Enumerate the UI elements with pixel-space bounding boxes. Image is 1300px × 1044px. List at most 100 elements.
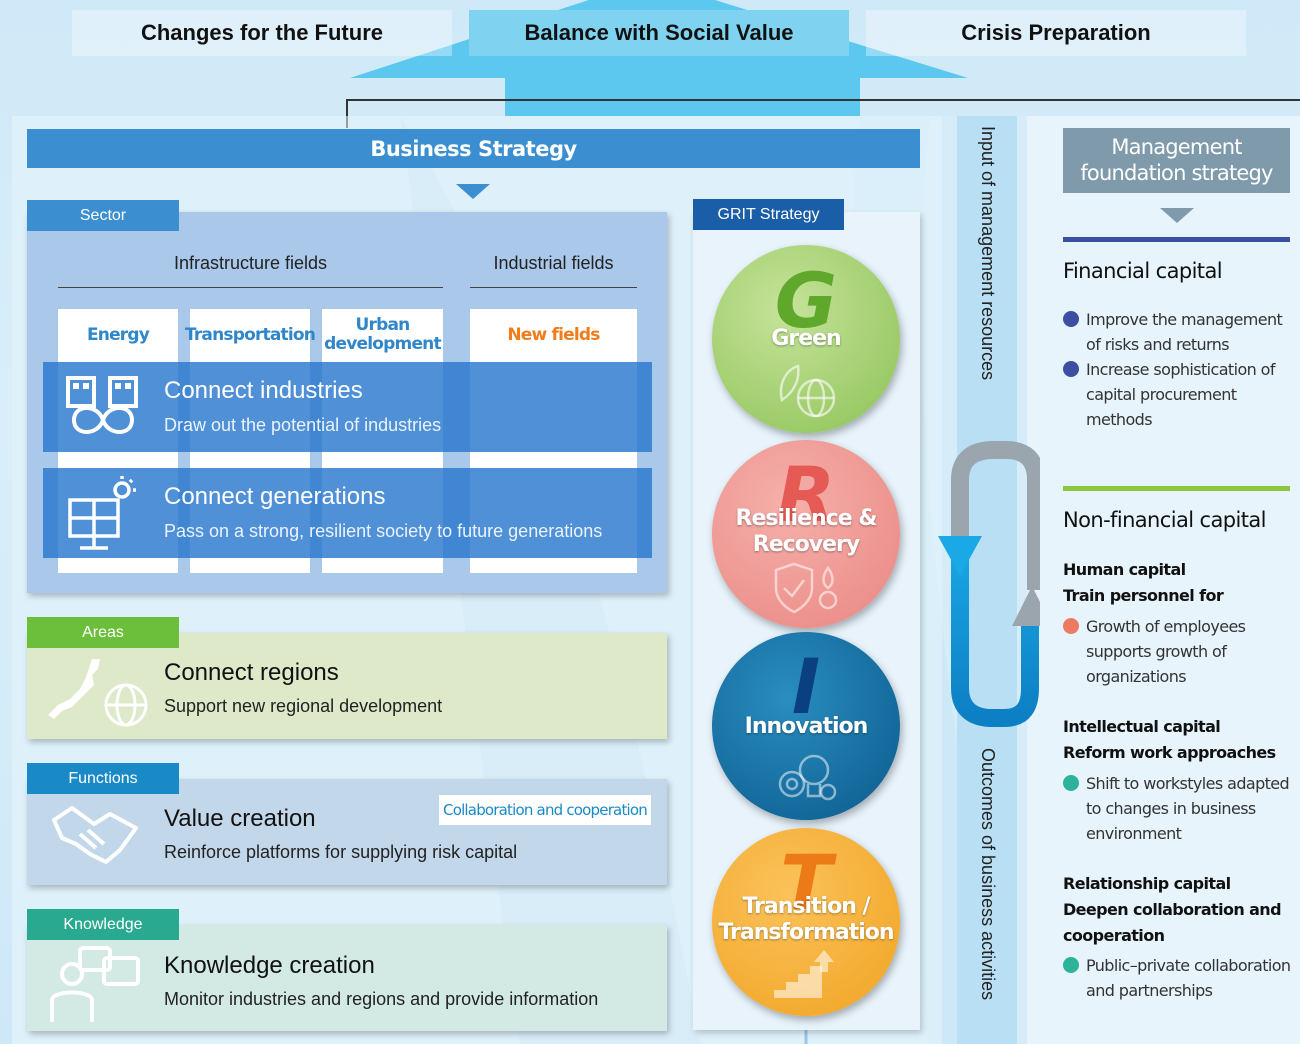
bullet-dot [1063,311,1079,327]
knowledge-creation-sub: Monitor industries and regions and provi… [164,989,599,1009]
outcomes-text: Outcomes of business activities [978,748,998,1001]
human-capital-heading: Human capital Train personnel for [1063,557,1224,609]
green-circle [712,245,900,433]
green-letter: G [774,256,838,345]
management-title-line2: foundation strategy [1080,160,1273,185]
fin-b2-line3: methods [1086,410,1153,429]
gear-bulb-icon [778,754,837,801]
human-b-line3: organizations [1086,667,1187,686]
fin-b2-line2: capital procurement [1086,385,1237,404]
resilience-label-line2: Recovery [752,532,860,558]
right-panel-bg [1027,116,1300,1044]
bullet-dot [1063,775,1079,791]
connect-generations-sub: Pass on a strong, resilient society to f… [164,521,603,541]
intel-h2: Reform work approaches [1063,743,1276,762]
management-title-line1: Management [1111,135,1242,160]
connect-generations-band [43,468,652,558]
financial-capital-head: Financial capital [1063,259,1223,283]
leaf-globe-icon [779,364,836,418]
bullet-dot [1063,618,1079,634]
connect-regions-sub: Support new regional development [164,696,443,716]
value-creation-title: Value creation [164,805,316,832]
business-strategy-arrow [456,184,490,199]
intel-h1: Intellectual capital [1063,717,1221,736]
infrastructure-line [58,287,443,288]
urban-label-line1: Urban [355,315,411,336]
nonfinancial-capital-head: Non-financial capital [1063,508,1266,532]
input-resources-text: Input of management resources [978,126,998,381]
fin-b2-line1: Increase sophistication of [1086,360,1275,379]
innovation-letter: I [791,642,821,731]
green-label: Green [771,326,841,351]
connect-industries-band [43,362,652,452]
industrial-line [470,287,637,288]
fin-b1-line1: Improve the management [1086,310,1283,329]
nonfinancial-divider [1063,486,1290,491]
person-speech-icon [50,946,140,1022]
buildings-infinity-icon [66,376,138,434]
transportation-label: Transportation [184,324,316,345]
connect-regions-title: Connect regions [164,659,339,686]
connect-industries-title: Connect industries [164,377,363,404]
management-foundation-box: Management foundation strategy [1063,128,1290,193]
cycle-arrows-icon [938,441,1040,727]
rel-h3: cooperation [1063,926,1165,945]
transition-label-line2: Transformation [718,920,894,946]
solar-panel-icon [68,476,136,550]
rel-b-line2: and partnerships [1086,981,1213,1000]
financial-bullet-1: Improve the management of risks and retu… [1063,307,1283,357]
fin-b1-line2: of risks and returns [1086,335,1230,354]
bullet-dot [1063,957,1079,973]
intel-b-line2: to changes in business [1086,799,1256,818]
shield-check-icon [774,562,838,614]
areas-tab: Areas [27,617,179,648]
human-bullet: Growth of employees supports growth of o… [1063,614,1246,689]
human-h2: Train personnel for [1063,586,1224,605]
rel-h2: Deepen collaboration and [1063,900,1282,919]
intellectual-bullet: Shift to workstyles adapted to changes i… [1063,771,1290,846]
goal-crisis: Crisis Preparation [866,10,1246,56]
management-arrow [1160,208,1194,223]
value-creation-sub: Reinforce platforms for supplying risk c… [164,842,518,862]
relationship-bullet: Public–private collaboration and partner… [1063,953,1291,1003]
resilience-label-line1: Resilience & [735,506,878,531]
resilience-label: Resilience & Recovery [712,506,900,559]
connect-industries-sub: Draw out the potential of industries [164,415,442,435]
knowledge-creation-title: Knowledge creation [164,952,375,979]
resilience-circle [712,440,900,628]
connect-generations-title: Connect generations [164,483,386,510]
innovation-label: Innovation [744,714,869,739]
bullet-dot [1063,361,1079,377]
urban-label: Urban development [322,309,443,361]
resilience-letter: R [776,450,836,539]
industrial-fields-head: Industrial fields [493,253,614,273]
infrastructure-fields-head: Infrastructure fields [173,253,328,273]
relationship-capital-heading: Relationship capital Deepen collaboratio… [1063,871,1282,949]
rel-h1: Relationship capital [1063,874,1231,893]
grit-tab: GRIT Strategy [693,199,844,230]
sector-tab: Sector [27,200,179,231]
japan-map-globe-icon [48,659,148,727]
transition-letter: T [780,838,832,927]
goal-changes: Changes for the Future [72,10,452,56]
handshake-icon [52,806,138,864]
innovation-circle [712,632,900,820]
intel-b-line1: Shift to workstyles adapted [1086,774,1290,793]
human-b-line2: supports growth of [1086,642,1227,661]
energy-label: Energy [86,324,150,345]
transition-label: Transition / Transformation [712,894,900,947]
functions-tab: Functions [27,763,179,794]
transition-label-line1: Transition / [742,894,870,919]
stairs-arrow-icon [774,950,834,998]
urban-label-line2: development [324,334,441,354]
intel-b-line3: environment [1086,824,1182,843]
knowledge-tab: Knowledge [27,909,179,940]
human-b-line1: Growth of employees [1086,617,1246,636]
human-h1: Human capital [1063,560,1186,579]
financial-divider [1063,237,1290,242]
intellectual-capital-heading: Intellectual capital Reform work approac… [1063,714,1276,766]
new-fields-label: New fields [507,324,600,345]
collaboration-badge: Collaboration and cooperation [439,795,651,825]
rel-b-line1: Public–private collaboration [1086,956,1291,975]
goal-balance: Balance with Social Value [469,10,849,56]
